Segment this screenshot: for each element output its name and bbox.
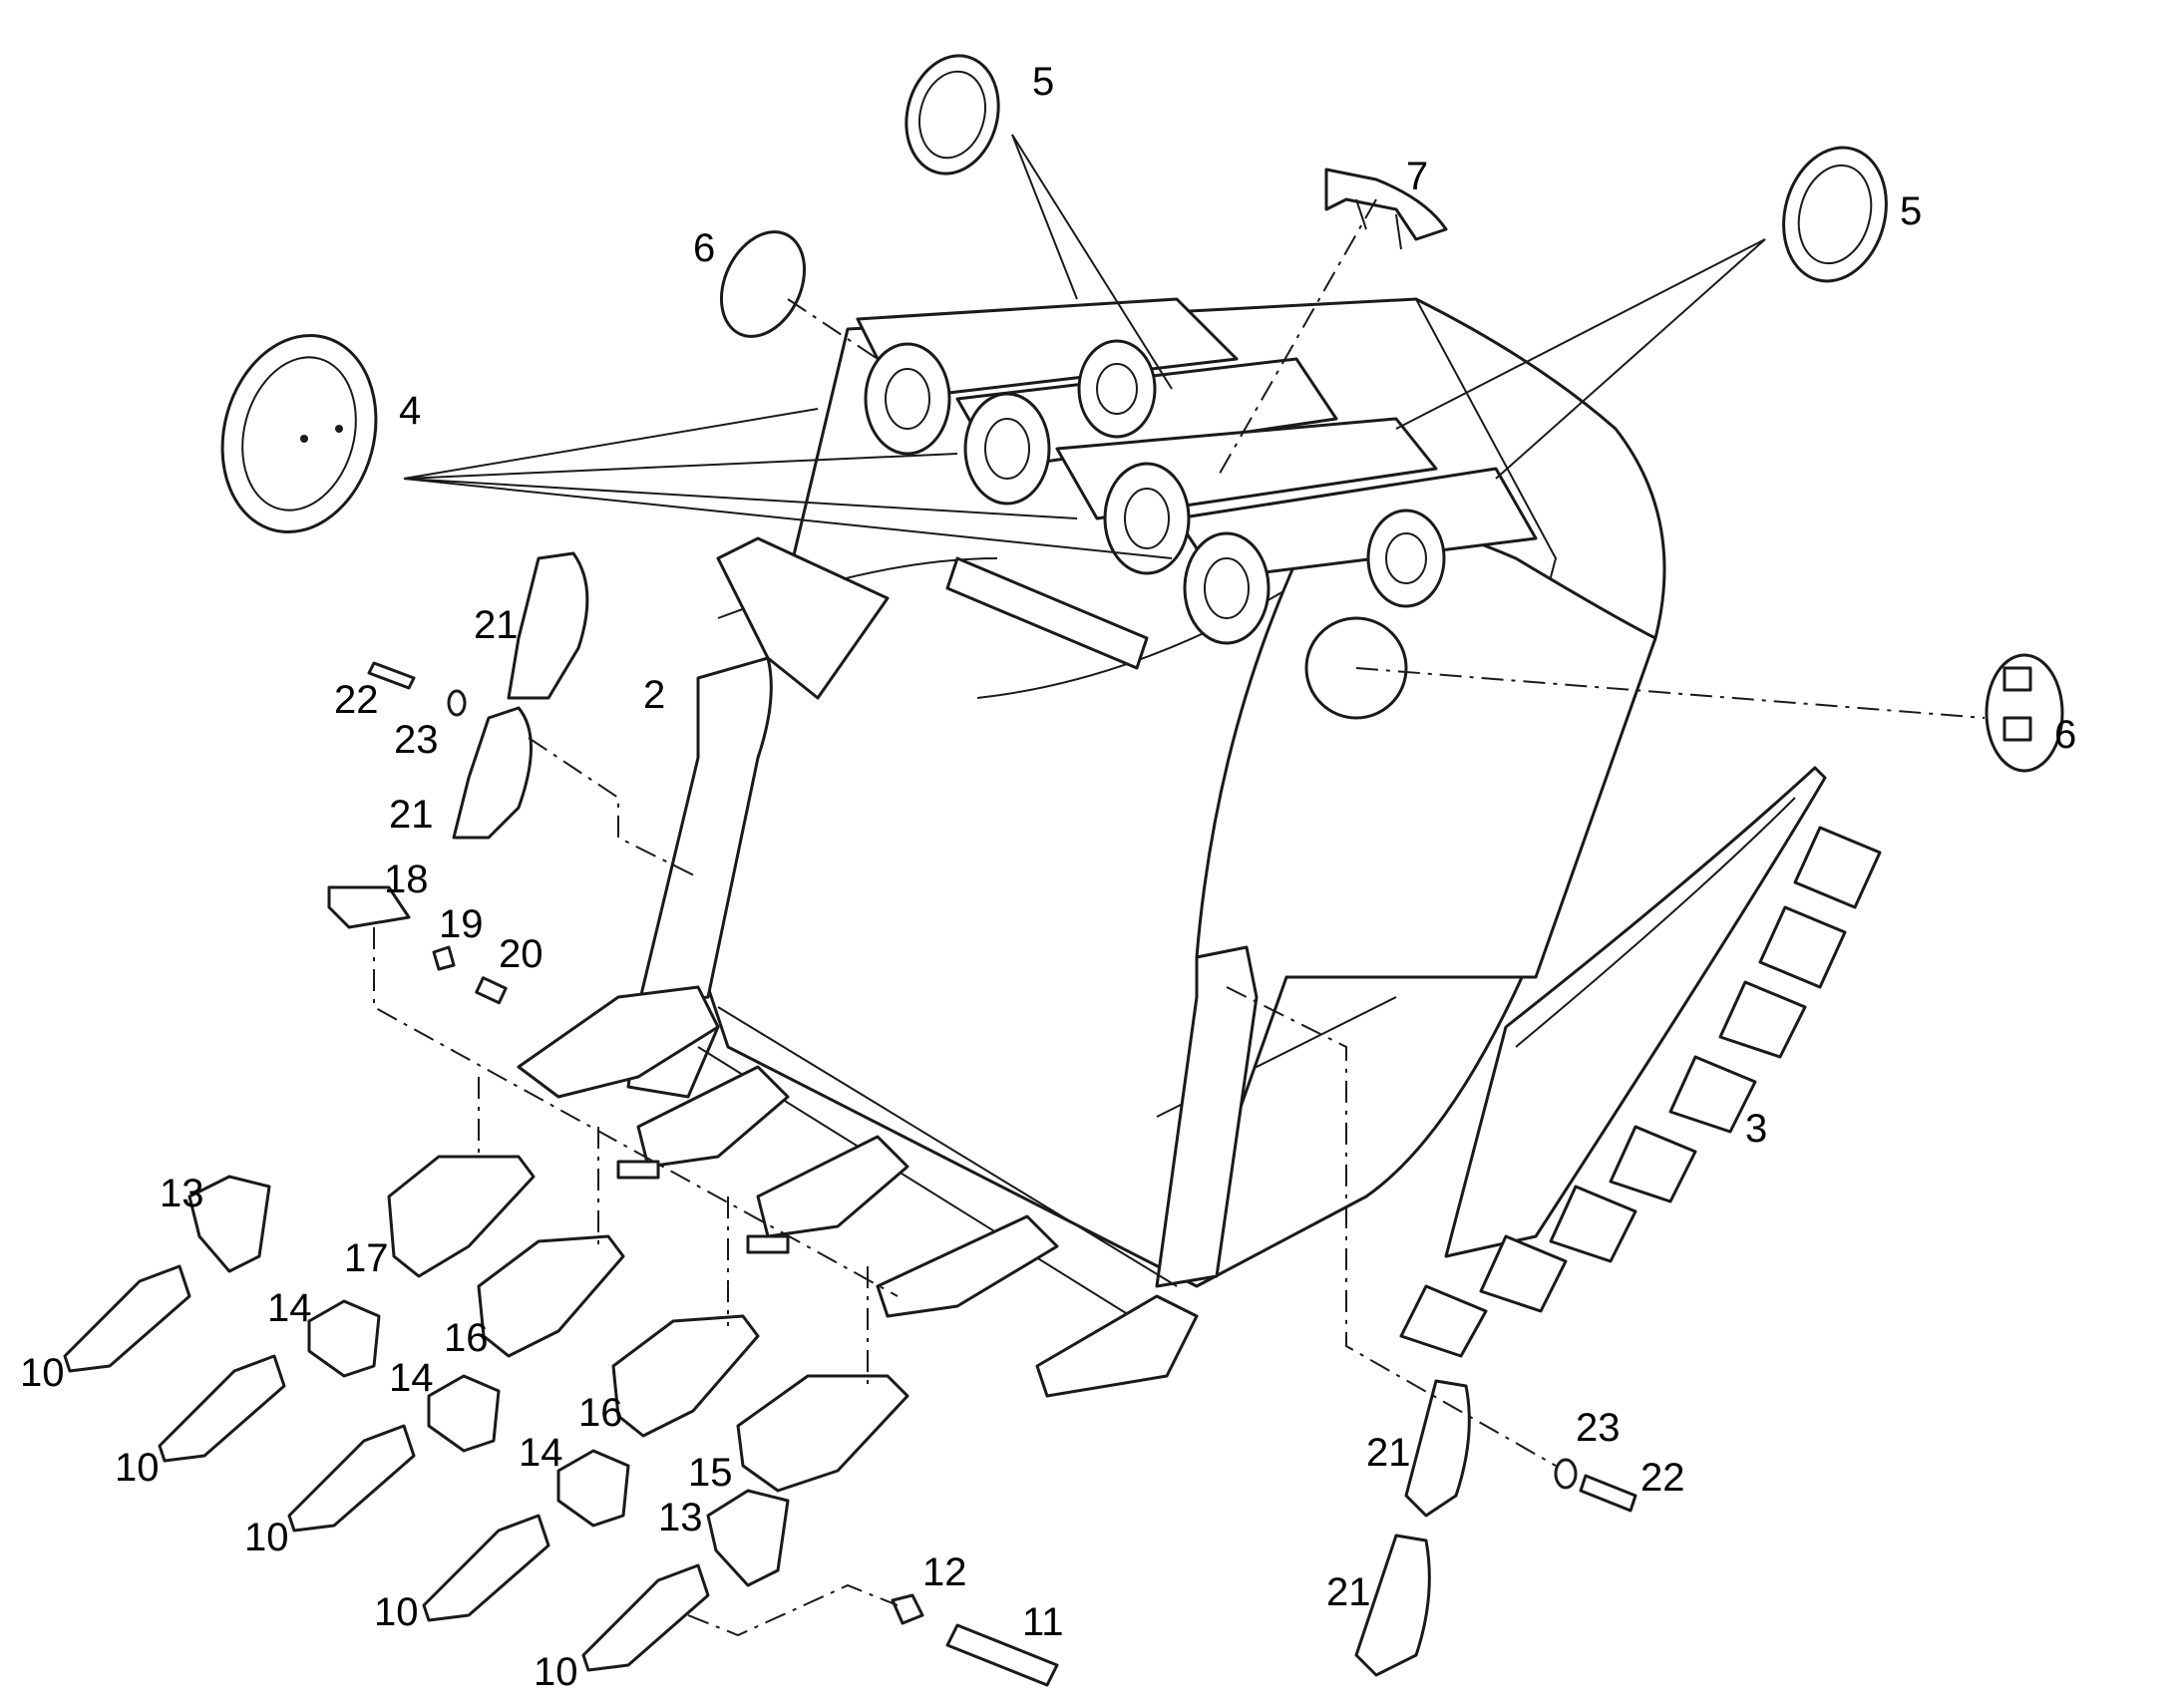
callout-10e: 10 [534, 1650, 578, 1694]
side-cutter-lower-right [1354, 1379, 1471, 1677]
callout-21a: 21 [474, 603, 519, 647]
callout-10c: 10 [244, 1516, 289, 1559]
wear-plates [1399, 766, 1882, 1358]
tooth-10e [581, 1563, 710, 1672]
callout-21c: 21 [1366, 1431, 1411, 1475]
lock-19 [432, 945, 456, 971]
pin-22-left [367, 661, 467, 717]
callout-23-left: 23 [394, 718, 439, 762]
side-cutter-upper-left [452, 551, 589, 840]
adapter-cover-13-bottom [706, 1489, 790, 1587]
callout-10b: 10 [115, 1446, 160, 1490]
wear-blocks [1399, 826, 1882, 1358]
callout-5-right: 5 [1900, 189, 1922, 233]
adapter-cover-13-top [187, 1175, 271, 1273]
wear-cap-14a [307, 1299, 381, 1378]
bracket-7 [1324, 168, 1448, 250]
callout-6-top: 6 [693, 226, 715, 270]
callout-14a: 14 [267, 1286, 312, 1330]
callout-5-top: 5 [1032, 60, 1054, 104]
pin-11 [945, 1623, 1059, 1687]
tooth-10b [158, 1354, 286, 1463]
shroud-16b [611, 1314, 760, 1438]
callout-19: 19 [439, 902, 484, 946]
lip-adapters [517, 985, 1199, 1398]
cover-4 [220, 333, 378, 534]
callout-numbers: 2 3 4 5 5 6 6 7 10 10 10 10 10 11 12 13 … [20, 60, 2076, 1694]
tooth-10c [287, 1424, 416, 1533]
cover-5-right [1782, 146, 1888, 283]
center-lines [373, 198, 1986, 1637]
callout-22-right: 22 [1640, 1456, 1685, 1500]
callout-11: 11 [1022, 1600, 1064, 1644]
shroud-15 [736, 1374, 909, 1493]
callout-16b: 16 [578, 1391, 623, 1435]
cover-5-top [905, 54, 1000, 175]
callout-21b: 21 [389, 793, 434, 837]
callout-22-left: 22 [334, 678, 379, 722]
wear-cap-14b [427, 1374, 501, 1453]
callout-18: 18 [384, 857, 429, 901]
callout-10a: 10 [20, 1351, 65, 1395]
callout-14b: 14 [389, 1356, 434, 1400]
leader-lines [403, 134, 1766, 559]
callout-16a: 16 [444, 1316, 489, 1360]
callout-3: 3 [1745, 1107, 1767, 1151]
callout-13-bottom: 13 [658, 1496, 703, 1539]
callout-14c: 14 [519, 1431, 563, 1475]
callout-6-right: 6 [2054, 713, 2076, 757]
tooth-10d [422, 1514, 550, 1622]
cover-6-top [719, 230, 807, 338]
bolt-20 [475, 976, 508, 1005]
tooth-10a [63, 1264, 191, 1373]
callout-13-top: 13 [160, 1172, 204, 1215]
callout-17: 17 [344, 1236, 389, 1280]
callout-2: 2 [643, 673, 665, 717]
callout-20: 20 [499, 932, 544, 976]
callout-23-right: 23 [1576, 1406, 1621, 1450]
wear-cap-14c [556, 1449, 630, 1528]
pin-22-right [1554, 1458, 1637, 1513]
callout-7: 7 [1406, 155, 1428, 198]
callout-4: 4 [399, 389, 421, 433]
bucket-body [626, 297, 1666, 1327]
shroud-16a [477, 1234, 625, 1358]
shroud-17 [387, 1155, 536, 1278]
callout-12: 12 [922, 1550, 967, 1594]
callout-15: 15 [688, 1451, 733, 1495]
retainer-12 [891, 1593, 924, 1625]
lock-18 [327, 885, 411, 929]
callout-10d: 10 [374, 1590, 419, 1634]
cover-6-right [1985, 653, 2064, 773]
callout-21d: 21 [1326, 1570, 1371, 1614]
